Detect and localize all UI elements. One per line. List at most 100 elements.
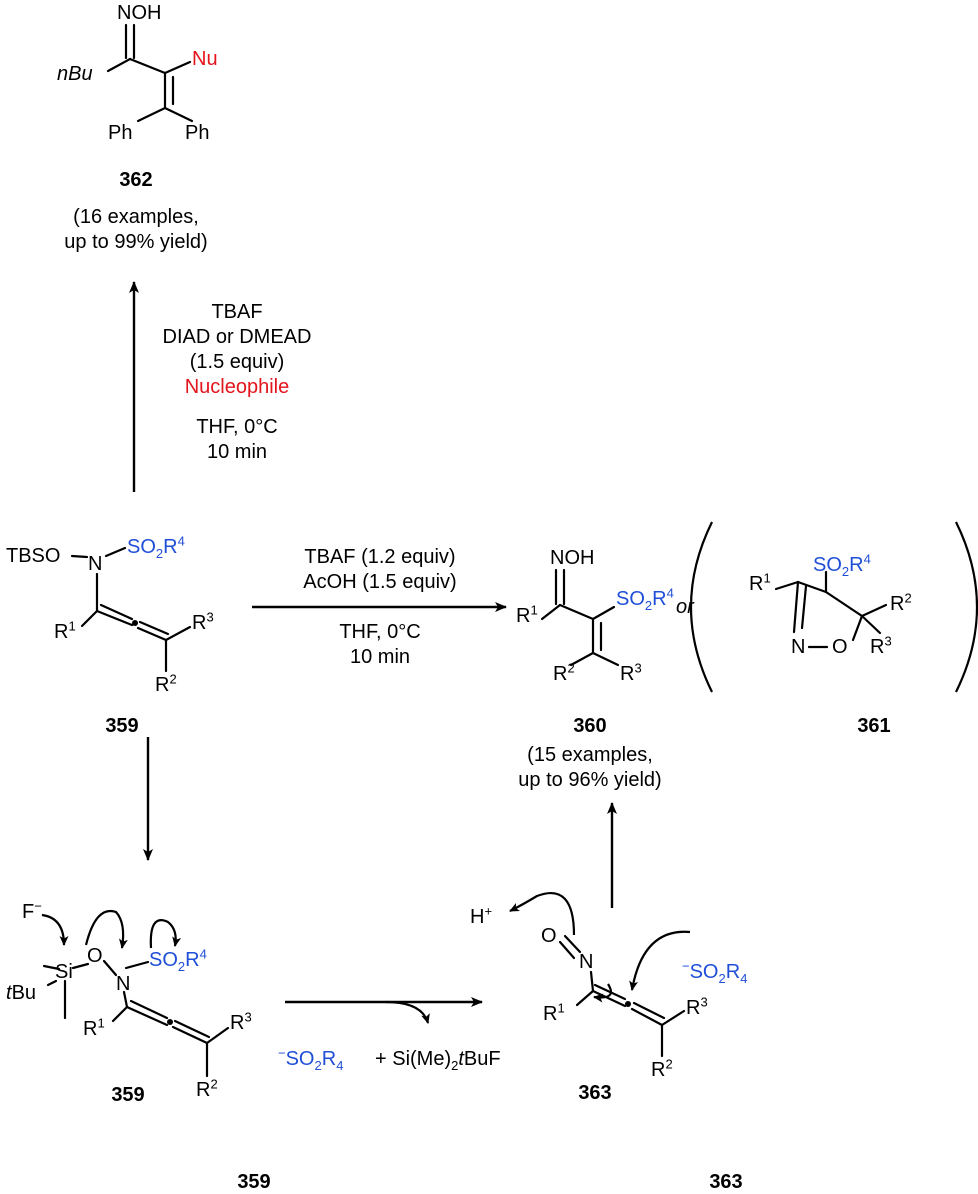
r3-sup: 3 — [700, 994, 708, 1010]
r3-text: R — [686, 997, 701, 1019]
label-363-h: H+ — [470, 904, 492, 928]
r4-sup: 4 — [863, 551, 871, 567]
cond-up-l1: TBAF — [211, 301, 263, 323]
label-363-o: O — [541, 925, 557, 947]
r1-text: R — [83, 1018, 98, 1040]
label-or: or — [676, 597, 694, 617]
intermediate-363-bonds — [558, 934, 686, 1058]
r1-sup: 1 — [97, 1015, 105, 1031]
paren-right — [955, 521, 978, 693]
cond-up-spacer — [163, 400, 312, 415]
r1-text: R — [54, 621, 69, 643]
label-360-note: (15 examples, up to 96% yield) — [518, 743, 661, 793]
silyl-text: + Si(Me) — [375, 1048, 452, 1070]
label-361-r2: R2 — [890, 591, 912, 615]
cond-up-l5: THF, 0°C — [196, 416, 278, 438]
cond-up-l2: DIAD or DMEAD — [162, 326, 312, 348]
sulfinate-r: R — [725, 961, 741, 983]
label-362-nbu: nBu — [57, 64, 93, 84]
so2-text: SO — [616, 588, 645, 610]
label-mech-359-id: 359 — [111, 1084, 145, 1106]
r3-sup: 3 — [884, 633, 892, 649]
r2-text: R — [155, 674, 170, 696]
label-362-ph-left: Ph — [108, 122, 133, 144]
cond-up-nucleophile: Nucleophile — [184, 376, 290, 398]
label-360-so2r4: SO2R4 — [616, 586, 674, 612]
byproduct-curly — [385, 1000, 430, 1024]
tbu-t: t — [6, 982, 12, 1004]
label-359-n: N — [88, 553, 103, 575]
label-363-id: 363 — [578, 1082, 612, 1104]
conditions-up: TBAF DIAD or DMEAD (1.5 equiv) Nucleophi… — [163, 300, 312, 465]
cond-right-l3: THF, 0°C — [339, 621, 421, 643]
label-mech-so2r4: SO2R4 — [149, 947, 207, 973]
intermediate-363-curly-arrows — [509, 891, 691, 1003]
label-silyl-fluoride: + Si(Me)2tBuF — [375, 1048, 501, 1072]
so2-sub: 2 — [155, 546, 164, 561]
so2-sub: 2 — [644, 598, 653, 613]
r2-text: R — [890, 593, 905, 615]
r3-text: R — [870, 636, 885, 658]
label-363-r1: R1 — [543, 1001, 565, 1025]
r1-sup: 1 — [530, 602, 538, 618]
label-mech-r3: R3 — [230, 1010, 252, 1033]
silyl-t: t — [458, 1048, 464, 1070]
cond-up-l3: (1.5 equiv) — [189, 351, 285, 373]
conditions-right-bottom: THF, 0°C 10 min — [339, 620, 420, 670]
label-360-noh: NOH — [550, 547, 595, 569]
label-360-id: 360 — [573, 715, 607, 737]
sulfinate-sub4: 4 — [740, 971, 748, 986]
f-text: F — [22, 901, 35, 923]
note-360-line2: up to 96% yield) — [518, 769, 662, 791]
label-359-r3: R3 — [192, 610, 214, 634]
h-text: H — [470, 906, 485, 928]
label-361-id: 361 — [857, 715, 891, 737]
label-mech-n: N — [116, 973, 131, 995]
sulfinate-minus: − — [682, 958, 690, 974]
label-362-id: 362 — [119, 169, 153, 191]
compound-361-bonds — [689, 521, 978, 693]
label-362-note: (16 examples, up to 99% yield) — [64, 205, 207, 255]
label-mech-r2: R2 — [196, 1077, 218, 1101]
r3-text: R — [192, 612, 207, 634]
so2-sub: 2 — [841, 564, 850, 579]
label-362-nu: Nu — [192, 48, 218, 70]
compound-362-bonds — [106, 23, 194, 123]
cond-right-l4: 10 min — [349, 646, 411, 668]
sulfinate-so: SO — [689, 961, 719, 983]
compound-360-bonds — [540, 568, 620, 667]
label-sulfinate-left: −SO2R4 — [278, 1046, 343, 1072]
r3-sup: 3 — [634, 660, 642, 676]
nbu-text: nBu — [57, 63, 93, 85]
sulfinate-minus: − — [278, 1045, 286, 1061]
r1-text: R — [543, 1003, 558, 1025]
cond-right-l2: AcOH (1.5 equiv) — [303, 571, 457, 593]
label-359-r1: R1 — [54, 619, 76, 643]
label-mech-o: O — [87, 945, 103, 967]
r2-sup: 2 — [665, 1056, 673, 1072]
label-mech-f: F− — [22, 899, 42, 923]
compound-359-bonds — [70, 546, 192, 673]
sulfinate-r: R — [321, 1048, 337, 1070]
label-359-r2: R2 — [155, 672, 177, 696]
r2-sup: 2 — [567, 660, 575, 676]
label-359-tbso: TBSO — [6, 545, 61, 567]
silyl-sub: 2 — [451, 1058, 459, 1073]
r4-text: R — [185, 949, 200, 971]
sulfinate-sub4: 4 — [336, 1058, 344, 1073]
r4-text: R — [163, 536, 178, 558]
label-359-so2r4: SO2R4 — [127, 534, 185, 560]
so2-sub: 2 — [177, 959, 186, 974]
label-361-o: O — [832, 636, 848, 658]
r2-text: R — [196, 1079, 211, 1101]
label-360-r1: R1 — [516, 603, 538, 626]
sulfinate-sub2: 2 — [314, 1058, 322, 1073]
silyl-end: BuF — [463, 1048, 501, 1070]
r4-text: R — [849, 554, 864, 576]
r4-text: R — [652, 588, 667, 610]
r1-sup: 1 — [557, 1000, 565, 1016]
label-363-r2: R2 — [651, 1057, 673, 1080]
label-mech-r1: R1 — [83, 1016, 105, 1040]
note-360-line1: (15 examples, — [527, 744, 653, 766]
